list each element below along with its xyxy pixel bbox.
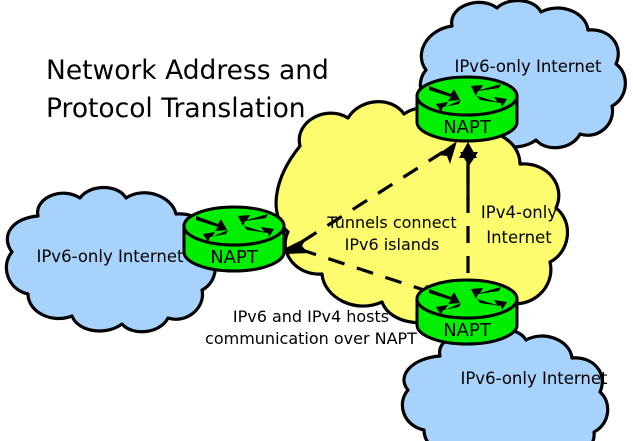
page-title-line1: Network Address and [46,55,329,86]
ipv6-cloud-top-right-label: IPv6-only Internet [454,57,602,76]
napt-router-bottom[interactable]: NAPT [415,278,519,346]
ipv4-cloud-center: IPv4-only Internet [274,100,570,325]
napt-router-left[interactable]: NAPT [182,205,286,273]
tunnel-note: Tunnels connect IPv6 islands [326,213,456,254]
napt-router-bottom-label: NAPT [443,320,492,341]
ipv6-cloud-left-label: IPv6-only Internet [36,247,184,266]
link-top-solid [459,142,477,200]
tunnel-note-line2: IPv6 islands [345,235,440,254]
ipv6-cloud-left: IPv6-only Internet [4,185,217,334]
tunnel-note-line1: Tunnels connect [326,213,456,232]
hosts-note: IPv6 and IPv4 hosts communication over N… [205,307,417,348]
hosts-note-line2: communication over NAPT [205,329,417,348]
napt-router-top-label: NAPT [443,117,492,138]
hosts-note-line1: IPv6 and IPv4 hosts [233,307,389,326]
ipv4-cloud-label-line2: Internet [486,228,552,247]
page-title-line2: Protocol Translation [46,93,306,124]
ipv6-cloud-bottom-right: IPv6-only Internet [400,327,610,441]
ipv4-cloud-label-line1: IPv4-only [481,203,557,222]
page-title: Network Address and Protocol Translation [46,55,329,124]
napt-router-top[interactable]: NAPT [415,75,519,143]
ipv6-cloud-bottom-right-label: IPv6-only Internet [460,369,608,388]
napt-router-left-label: NAPT [210,247,259,268]
